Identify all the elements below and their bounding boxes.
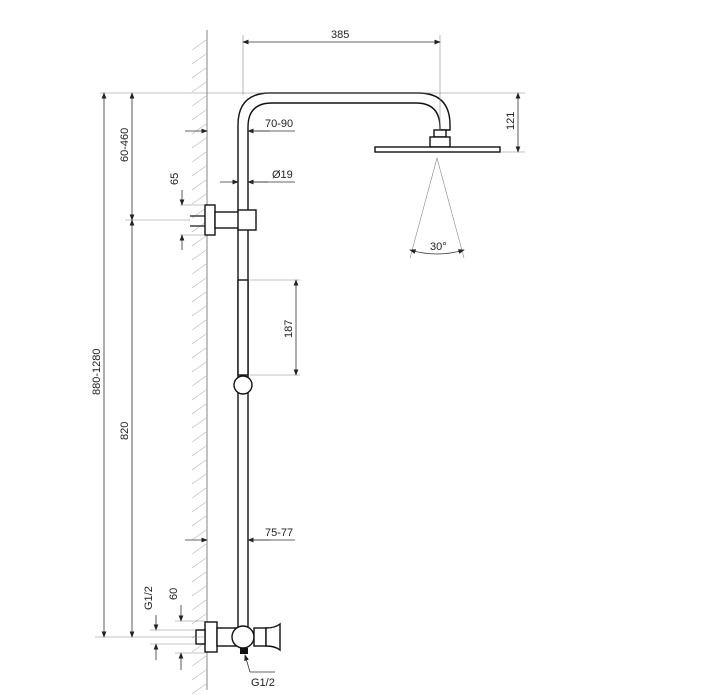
wall-hatch [191,501,207,513]
wall-hatch [191,95,207,107]
wall-hatch [191,375,207,387]
wall-hatch [191,585,207,597]
wall-hatch [191,333,207,345]
wall-hatch [191,249,207,261]
mixer-handle [265,622,281,652]
spray-angle-label: 30° [430,241,447,253]
wall-hatch [191,123,207,135]
wall-hatch [191,81,207,93]
dim-holder-length: 187 [283,320,295,338]
dim-bracket-height: 65 [169,173,181,185]
wall-hatch [191,403,207,415]
wall-hatch [191,557,207,569]
slide-bar [237,279,249,376]
wall-hatch [191,599,207,611]
wall-hatch [191,151,207,163]
dim-inlet-spacing: 60 [168,588,180,600]
wall-hatch [191,669,207,681]
dim-outlet-thread: G1/2 [251,677,275,689]
wall-hatch [191,515,207,527]
dim-wall-offset-top: 70-90 [265,118,293,130]
wall-hatch [191,613,207,625]
wall-hatch [191,473,207,485]
wall-hatch [191,179,207,191]
shower-head [374,146,501,153]
wall-bracket [204,204,216,236]
wall-hatch [191,543,207,555]
wall-hatch [191,655,207,667]
wall-hatch [191,277,207,289]
head-connector [433,129,447,138]
wall-hatch [191,67,207,79]
spray-cone: 30° [409,157,465,259]
mixer-valve [231,625,255,649]
wall-hatch [191,347,207,359]
wall-hatch [191,417,207,429]
wall-hatch [191,529,207,541]
dim-pipe-diameter: Ø19 [272,169,293,181]
dim-lower-height: 820 [119,422,131,440]
dim-arm-length: 385 [331,29,349,41]
dim-bracket-range: 60-460 [119,128,131,162]
wall [191,30,208,695]
wall-hatch [191,291,207,303]
wall-hatch [191,361,207,373]
wall-hatch [191,305,207,317]
wall-hatch [191,263,207,275]
dim-wall-offset-bottom: 75-77 [265,527,293,539]
dim-head-height: 121 [505,112,517,130]
wall-hatch [191,53,207,65]
wall-hatch [191,319,207,331]
wall-hatch [191,389,207,401]
wall-hatch [191,193,207,205]
wall-hatch [191,571,207,583]
wall-hatch [191,459,207,471]
wall-hatch [191,683,207,695]
wall-hatch [191,445,207,457]
dim-inlet-thread: G1/2 [143,586,155,610]
wall-hatch [191,109,207,121]
wall-connector [204,621,218,653]
dimension-lines: 385 121 70-90 Ø19 65 60-460 880-1280 820 [91,29,525,689]
hand-shower-holder [233,375,253,395]
wall-hatch [191,137,207,149]
shower-column [190,92,501,654]
wall-hatch [191,221,207,233]
wall-hatch [191,235,207,247]
dim-total-height: 880-1280 [91,349,103,396]
wall-hatch [191,487,207,499]
wall-hatch [191,431,207,443]
wall-hatch [191,165,207,177]
wall-hatch [191,39,207,51]
